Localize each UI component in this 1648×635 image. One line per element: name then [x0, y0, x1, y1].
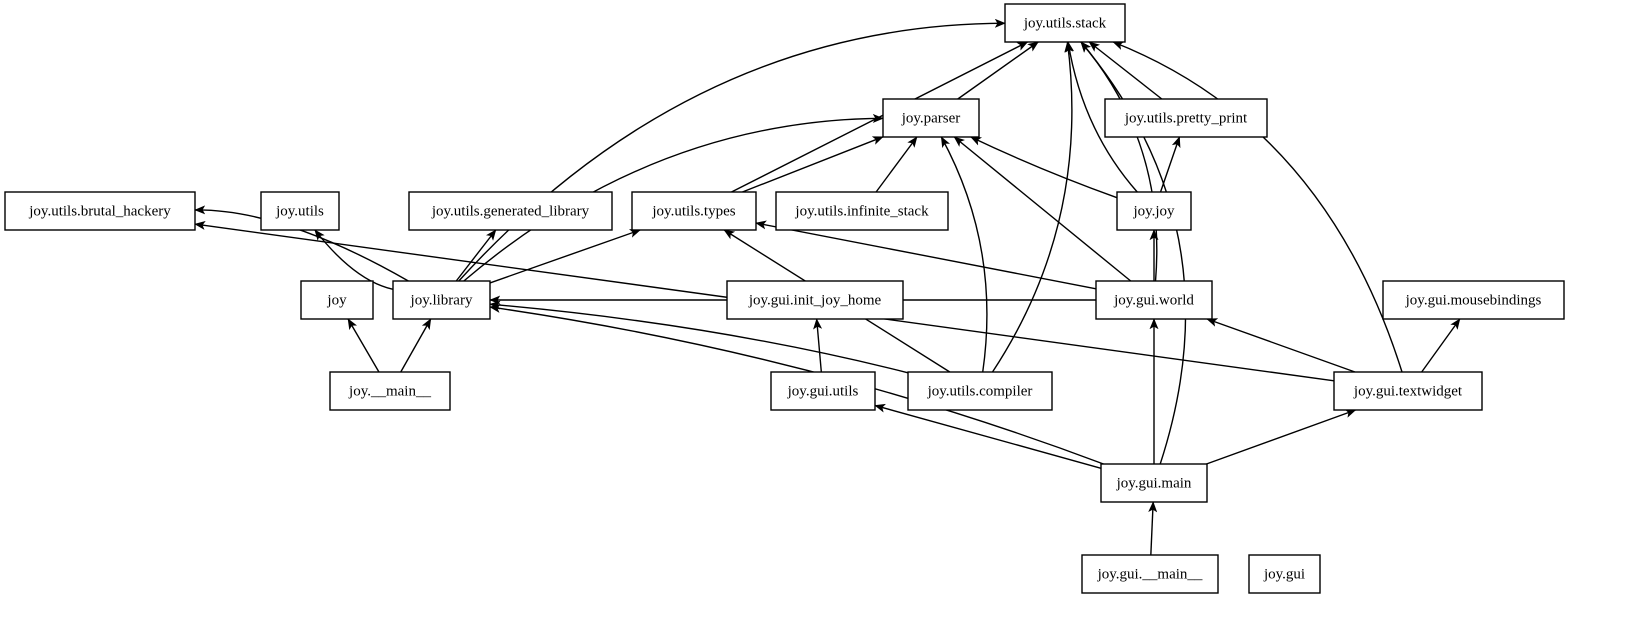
- graph-node-stack[interactable]: joy.utils.stack: [1004, 3, 1126, 43]
- node-label: joy.gui.world: [1113, 292, 1194, 308]
- graph-edge: [1088, 41, 1163, 100]
- node-box[interactable]: [1004, 3, 1126, 43]
- graph-edge: [742, 136, 884, 193]
- graph-node-gui[interactable]: joy.gui: [1248, 554, 1321, 594]
- graph-edge: [1206, 318, 1356, 373]
- node-label: joy.utils: [275, 203, 324, 219]
- graph-edge: [731, 41, 1029, 193]
- node-box[interactable]: [882, 98, 980, 138]
- node-box[interactable]: [1248, 554, 1321, 594]
- graph-edge: [875, 136, 918, 193]
- graph-edge: [940, 136, 988, 373]
- graph-edge: [970, 136, 1118, 199]
- graph-edge: [1206, 409, 1357, 465]
- node-box[interactable]: [1333, 371, 1483, 411]
- node-label: joy.utils.stack: [1023, 15, 1107, 31]
- graph-node-main_[interactable]: joy.__main__: [329, 371, 451, 411]
- node-label: joy.gui.main: [1116, 475, 1192, 491]
- graph-edge: [953, 136, 1132, 282]
- graph-edge: [874, 403, 1102, 469]
- graph-node-init_joy_home[interactable]: joy.gui.init_joy_home: [726, 280, 904, 320]
- node-box[interactable]: [770, 371, 876, 411]
- graph-node-infinite_stack[interactable]: joy.utils.infinite_stack: [775, 191, 949, 231]
- graph-node-library[interactable]: joy.library: [392, 280, 491, 320]
- graph-node-generated_library[interactable]: joy.utils.generated_library: [408, 191, 613, 231]
- graph-edge: [1080, 41, 1187, 465]
- node-layer: joy.utils.stack joy.parser joy.utils.prett…: [4, 3, 1565, 594]
- node-label: joy.utils.compiler: [927, 383, 1033, 399]
- node-label: joy.utils.pretty_print: [1124, 110, 1248, 126]
- graph-node-world[interactable]: joy.gui.world: [1095, 280, 1213, 320]
- node-box[interactable]: [4, 191, 196, 231]
- graph-node-joyjoy[interactable]: joy.joy: [1116, 191, 1192, 231]
- node-label: joy: [326, 292, 347, 308]
- graph-edge: [1080, 41, 1158, 282]
- node-label: joy.gui.mousebindings: [1405, 292, 1542, 308]
- graph-edge: [489, 303, 1104, 465]
- node-box[interactable]: [631, 191, 757, 231]
- graph-edge: [957, 41, 1039, 100]
- graph-node-joy[interactable]: joy: [300, 280, 374, 320]
- node-box[interactable]: [392, 280, 491, 320]
- node-box[interactable]: [300, 280, 374, 320]
- graph-edge: [458, 18, 1006, 282]
- graph-edge: [347, 318, 380, 373]
- node-box[interactable]: [1104, 98, 1268, 138]
- node-label: joy.gui.utils: [787, 383, 859, 399]
- graph-node-utils[interactable]: joy.utils: [260, 191, 340, 231]
- node-box[interactable]: [1382, 280, 1565, 320]
- node-label: joy.library: [410, 292, 473, 308]
- graph-node-brutal_hackery[interactable]: joy.utils.brutal_hackery: [4, 191, 196, 231]
- graph-node-gui_main[interactable]: joy.gui.main: [1100, 463, 1208, 503]
- node-box[interactable]: [907, 371, 1053, 411]
- node-label: joy.parser: [901, 110, 961, 126]
- graph-node-compiler[interactable]: joy.utils.compiler: [907, 371, 1053, 411]
- node-box[interactable]: [1095, 280, 1213, 320]
- graph-node-parser[interactable]: joy.parser: [882, 98, 980, 138]
- node-label: joy.joy: [1132, 203, 1175, 219]
- node-label: joy.__main__: [348, 383, 431, 399]
- node-label: joy.gui.__main__: [1097, 566, 1203, 582]
- graph-node-types[interactable]: joy.utils.types: [631, 191, 757, 231]
- node-label: joy.gui: [1263, 566, 1305, 582]
- graph-node-gui_main_[interactable]: joy.gui.__main__: [1081, 554, 1219, 594]
- graph-edge: [1065, 41, 1138, 193]
- graph-edge: [463, 113, 884, 282]
- node-box[interactable]: [329, 371, 451, 411]
- graph-node-pretty_print[interactable]: joy.utils.pretty_print: [1104, 98, 1268, 138]
- node-box[interactable]: [260, 191, 340, 231]
- node-label: joy.gui.init_joy_home: [748, 292, 882, 308]
- node-label: joy.utils.types: [651, 203, 735, 219]
- graph-edge: [455, 229, 497, 282]
- node-label: joy.gui.textwidget: [1353, 383, 1463, 399]
- node-label: joy.utils.brutal_hackery: [28, 203, 171, 219]
- node-box[interactable]: [1116, 191, 1192, 231]
- graph-node-gui_utils[interactable]: joy.gui.utils: [770, 371, 876, 411]
- node-box[interactable]: [1081, 554, 1219, 594]
- graph-edge: [489, 300, 909, 374]
- node-box[interactable]: [775, 191, 949, 231]
- graph-edge: [314, 229, 394, 290]
- graph-edge: [991, 41, 1074, 373]
- node-box[interactable]: [726, 280, 904, 320]
- graph-edge: [489, 229, 641, 284]
- node-label: joy.utils.generated_library: [431, 203, 590, 219]
- graph-edge: [755, 220, 1097, 290]
- node-label: joy.utils.infinite_stack: [794, 203, 929, 219]
- graph-node-mousebindings[interactable]: joy.gui.mousebindings: [1382, 280, 1565, 320]
- node-box[interactable]: [408, 191, 613, 231]
- graph-edge: [813, 318, 823, 373]
- graph-edge: [400, 318, 432, 373]
- graph-node-textwidget[interactable]: joy.gui.textwidget: [1333, 371, 1483, 411]
- graph-edge: [1112, 41, 1403, 373]
- node-box[interactable]: [1100, 463, 1208, 503]
- graph-edge: [1421, 318, 1461, 373]
- graph-edge: [1148, 501, 1158, 556]
